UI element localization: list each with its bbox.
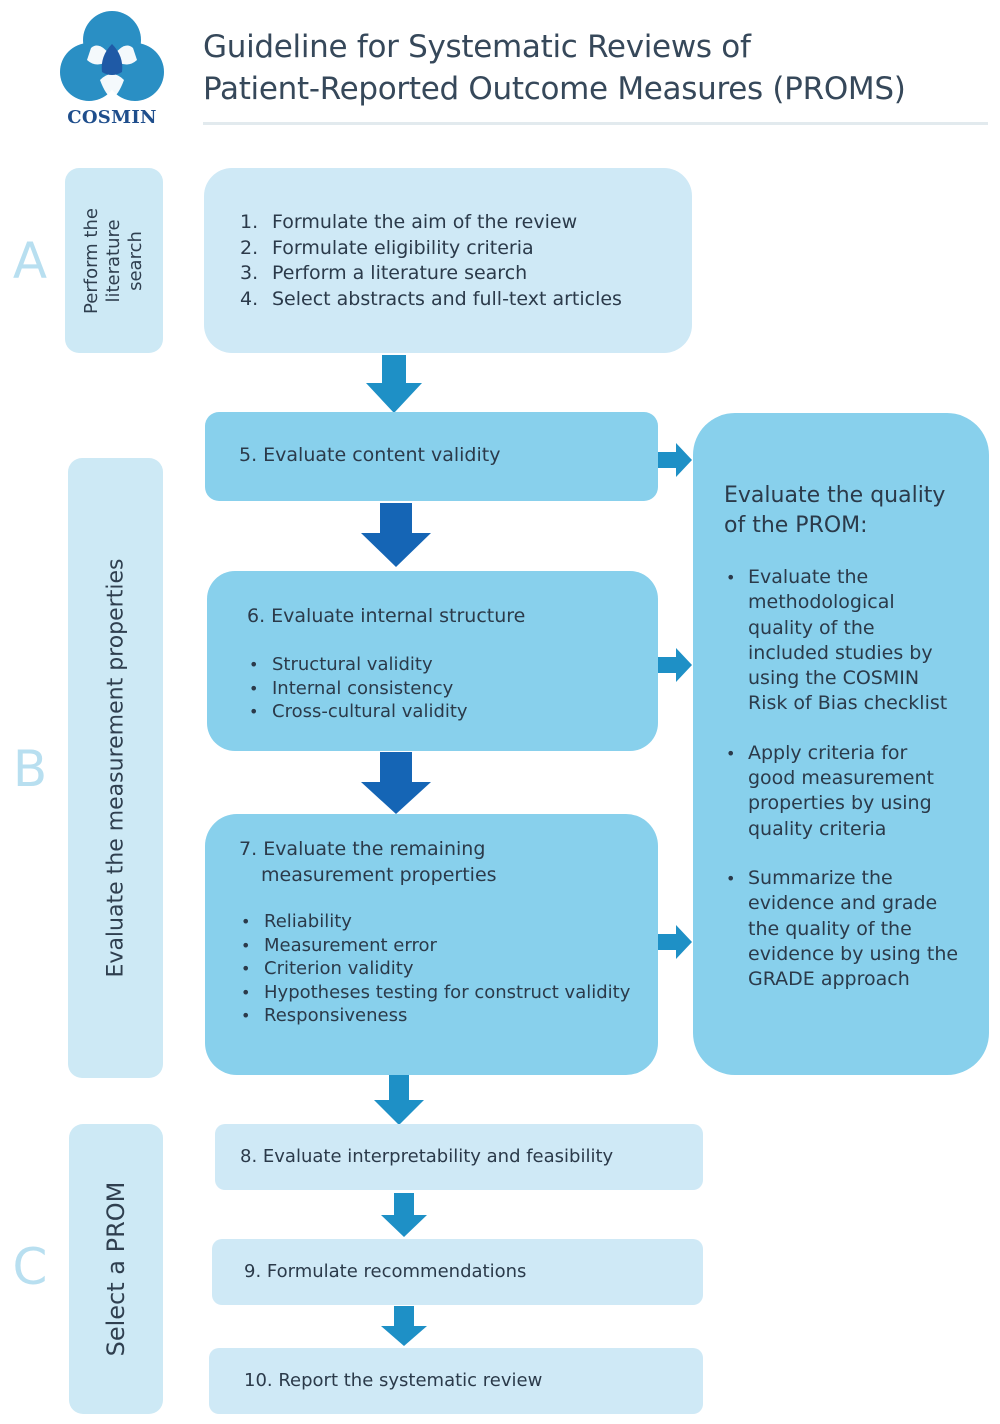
step-item: 1.Formulate the aim of the review: [240, 211, 578, 233]
arrow-down-icon: [381, 1306, 427, 1346]
step-7-item: Criterion validity: [239, 957, 630, 981]
step-8-label: 8. Evaluate interpretability and feasibi…: [240, 1146, 614, 1167]
step-7-title-line-2: measurement properties: [261, 864, 497, 886]
section-letter-c: C: [12, 1238, 48, 1296]
step-6-item: Structural validity: [247, 653, 468, 677]
logo-text: COSMIN: [67, 107, 157, 128]
arrow-down-icon: [361, 752, 431, 814]
quality-box: Evaluate the quality of the PROM: Evalua…: [693, 413, 989, 1075]
step-7-list: Reliability Measurement error Criterion …: [239, 910, 630, 1028]
cosmin-logo: COSMIN: [60, 10, 164, 130]
arrow-down-icon: [361, 503, 431, 567]
section-a-label-line: search: [125, 230, 146, 291]
step-box-5: 5. Evaluate content validity: [205, 412, 658, 501]
section-a-label-line: literature: [103, 218, 124, 303]
section-b-label-box: Evaluate the measurement properties: [68, 458, 163, 1078]
step-6-list: Structural validity Internal consistency…: [247, 653, 468, 724]
title-line-1: Guideline for Systematic Reviews of: [203, 29, 751, 65]
step-7-title: 7. Evaluate the remaining measurement pr…: [239, 836, 497, 888]
step-7-num: 7.: [239, 838, 258, 860]
arrow-right-icon: [658, 648, 692, 682]
section-a-label-box: Perform the literature search: [65, 168, 163, 353]
step-box-10: 10. Report the systematic review: [209, 1348, 703, 1414]
step-5-label: 5. Evaluate content validity: [239, 444, 501, 466]
cosmin-logo-icon: [60, 11, 164, 101]
step-item: 4.Select abstracts and full-text article…: [240, 287, 622, 310]
arrow-down-icon: [366, 355, 422, 413]
section-c-label: Select a PROM: [102, 1181, 130, 1357]
page-title: Guideline for Systematic Reviews of Pati…: [203, 26, 993, 110]
quality-title-line: Evaluate the quality: [724, 483, 946, 508]
section-letter-a: A: [12, 232, 48, 290]
title-divider: [203, 122, 988, 125]
step-10-label: 10. Report the systematic review: [244, 1370, 543, 1391]
section-a-label-line: Perform the: [81, 207, 102, 314]
quality-item: Apply criteria for good measurement prop…: [724, 741, 958, 842]
arrow-down-icon: [381, 1193, 427, 1237]
step-7-title-line-1: Evaluate the remaining: [263, 838, 486, 860]
arrow-right-icon: [658, 925, 692, 959]
step-box-1-4: 1.Formulate the aim of the review 2.Form…: [204, 168, 692, 353]
step-7-item: Measurement error: [239, 934, 630, 958]
step-box-7: 7. Evaluate the remaining measurement pr…: [205, 814, 658, 1075]
step-item: 2.Formulate eligibility criteria: [240, 236, 534, 259]
step-box-6: 6. Evaluate internal structure Structura…: [207, 571, 658, 751]
title-line-2: Patient-Reported Outcome Measures (PROMS…: [203, 71, 906, 107]
quality-box-title: Evaluate the quality of the PROM:: [724, 481, 945, 541]
step-6-title: 6. Evaluate internal structure: [247, 605, 526, 627]
step-6-item: Cross-cultural validity: [247, 700, 468, 724]
step-7-item: Responsiveness: [239, 1004, 630, 1028]
quality-title-line: of the PROM:: [724, 513, 868, 538]
step-7-item: Reliability: [239, 910, 630, 934]
section-c-label-box: Select a PROM: [69, 1124, 163, 1414]
step-box-8: 8. Evaluate interpretability and feasibi…: [215, 1124, 703, 1190]
step-item: 3.Perform a literature search: [240, 262, 528, 284]
step-6-item: Internal consistency: [247, 677, 468, 701]
arrow-right-icon: [658, 443, 692, 477]
section-a-label: Perform the literature search: [81, 208, 147, 314]
section-b-label: Evaluate the measurement properties: [103, 558, 128, 978]
quality-list: Evaluate the methodological quality of t…: [724, 565, 958, 1016]
step-9-label: 9. Formulate recommendations: [244, 1261, 527, 1282]
section-letter-b: B: [12, 740, 48, 798]
arrow-down-icon: [374, 1075, 424, 1125]
quality-item: Summarize the evidence and grade the qua…: [724, 866, 958, 992]
step-7-item: Hypotheses testing for construct validit…: [239, 981, 630, 1005]
quality-item: Evaluate the methodological quality of t…: [724, 565, 958, 717]
steps-1-4-list: 1.Formulate the aim of the review 2.Form…: [240, 210, 622, 312]
step-box-9: 9. Formulate recommendations: [212, 1239, 703, 1305]
